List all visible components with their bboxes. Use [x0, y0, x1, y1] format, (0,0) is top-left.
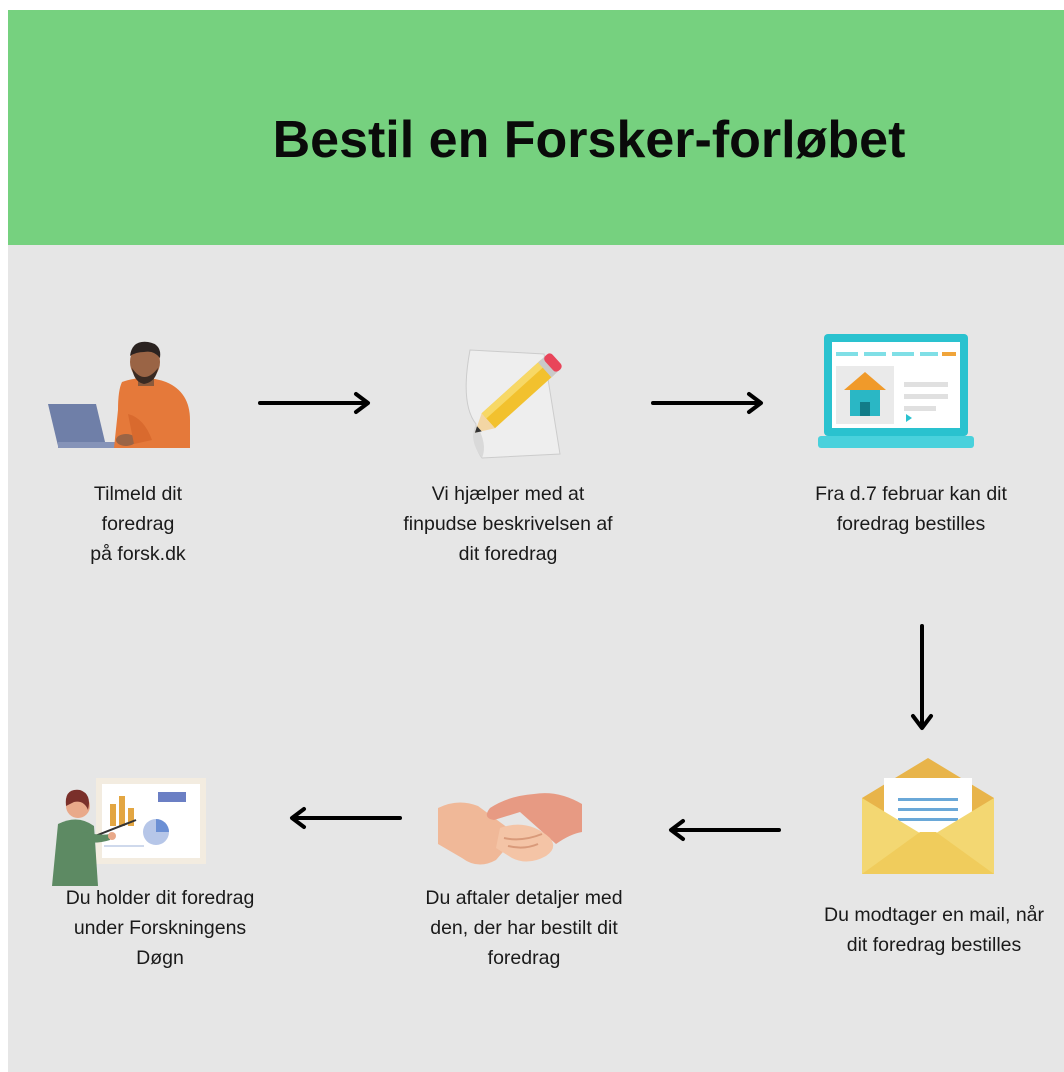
presenter-icon [52, 778, 206, 886]
envelope-icon [862, 758, 994, 874]
arrow-down-icon [911, 624, 933, 730]
step-4-caption: Du modtager en mail, når dit foredrag be… [823, 904, 1045, 956]
arrow-left-icon [290, 807, 402, 829]
arrow-right-icon [258, 392, 370, 414]
arrow-left-icon [669, 819, 781, 841]
step-2-caption: Vi hjælper med at finpudse beskrivelsen … [403, 483, 613, 565]
website-laptop-icon [818, 334, 974, 448]
page-title: Bestil en Forsker-forløbet [272, 111, 906, 169]
step-1-caption: Tilmeld dit foredrag på forsk.dk [90, 483, 186, 565]
arrow-right-icon [651, 392, 763, 414]
step-3-caption: Fra d.7 februar kan dit foredrag bestill… [815, 483, 1007, 535]
step-5-caption: Du aftaler detaljer med den, der har bes… [425, 887, 623, 969]
person-laptop-icon [48, 341, 190, 448]
handshake-icon [438, 793, 582, 865]
infographic-canvas: Bestil en Forsker-forløbet Tilmeld dit f… [8, 10, 1064, 1072]
pencil-paper-icon [465, 349, 562, 459]
step-6-caption: Du holder dit foredrag under Forskningen… [65, 887, 255, 969]
header-banner [8, 10, 1064, 245]
